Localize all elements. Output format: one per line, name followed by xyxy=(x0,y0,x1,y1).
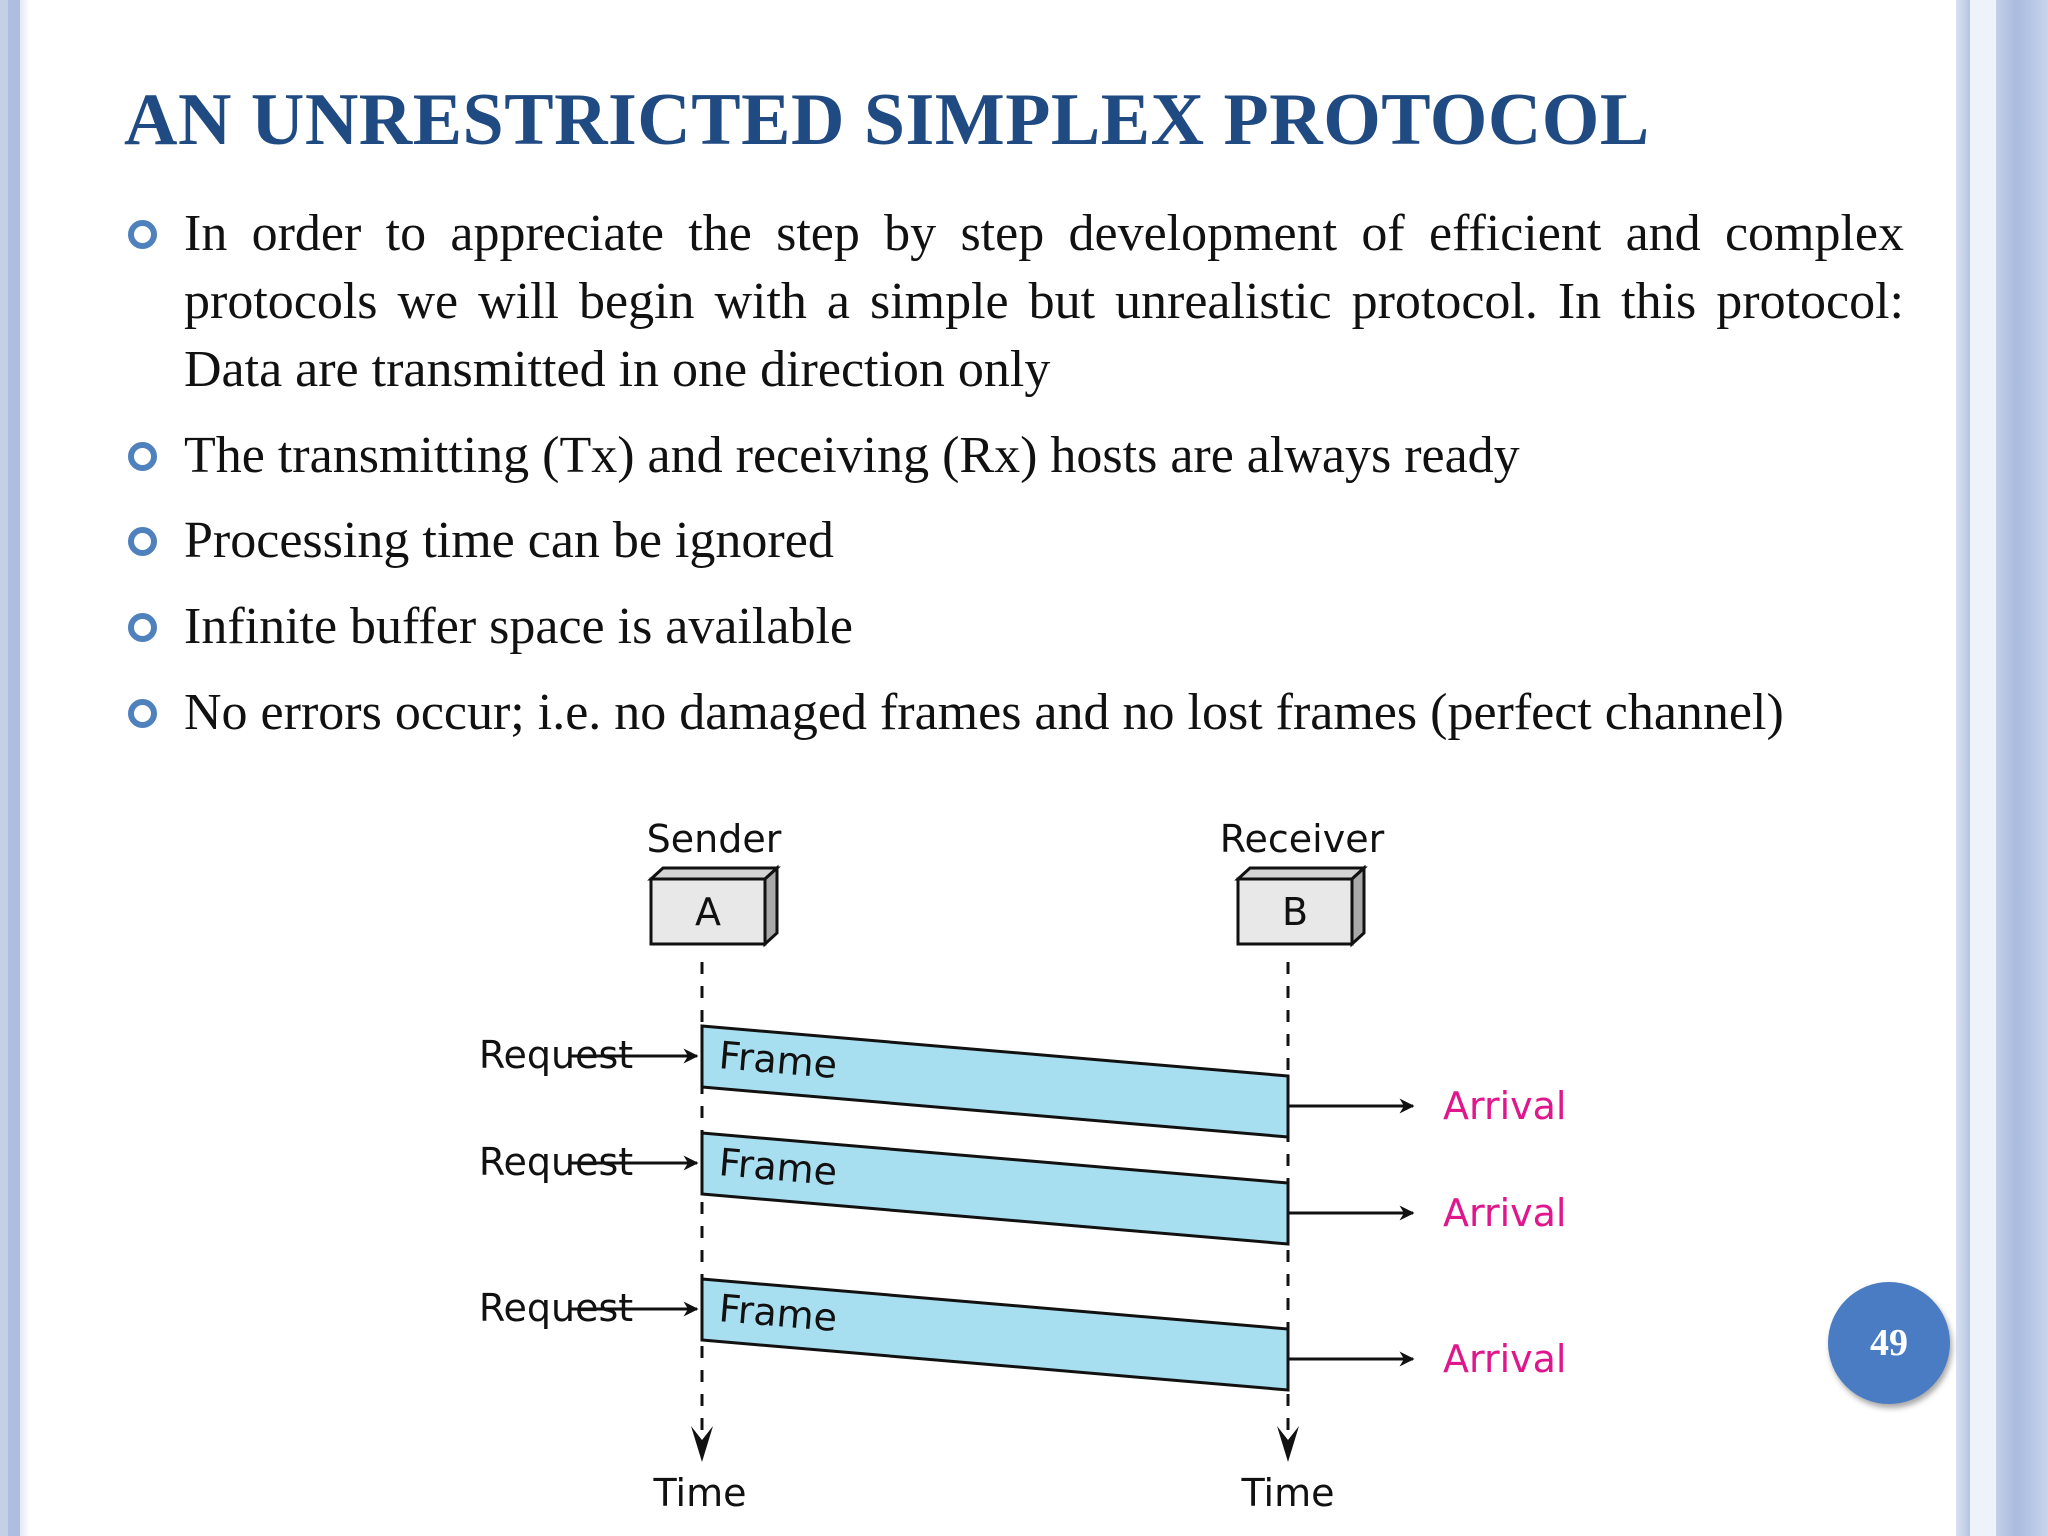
slide-title: AN UNRESTRICTED SIMPLEX PROTOCOL xyxy=(124,79,1650,161)
receiver-time-arrowhead xyxy=(1277,1426,1299,1462)
frame-shape xyxy=(700,1277,1290,1392)
frame-exchange-1: Request Frame Arrival xyxy=(479,1024,1566,1139)
bullet-text: In order to appreciate the step by step … xyxy=(184,205,1904,398)
bullet-text: Infinite buffer space is available xyxy=(184,598,853,655)
bullet-ring-icon xyxy=(128,442,157,471)
bullet-ring-icon xyxy=(128,613,157,642)
frame-label: Frame xyxy=(717,1286,839,1340)
sender-node-label: A xyxy=(695,890,721,934)
frame-exchange-3: Request Frame Arrival xyxy=(479,1277,1566,1392)
receiver-node-label: B xyxy=(1282,890,1308,934)
bullet-text: The transmitting (Tx) and receiving (Rx)… xyxy=(184,427,1520,484)
bullet-ring-icon xyxy=(128,527,157,556)
bullet-text: No errors occur; i.e. no damaged frames … xyxy=(184,684,1784,741)
bullet-text: Processing time can be ignored xyxy=(184,512,834,569)
page-number-badge: 49 xyxy=(1828,1282,1950,1404)
frame-shape xyxy=(700,1024,1290,1139)
bullet-ring-icon xyxy=(128,220,157,249)
bullet-ring-icon xyxy=(128,699,157,728)
frame-label: Frame xyxy=(717,1140,839,1194)
slide-frame-right xyxy=(1956,0,2048,1536)
arrival-label: Arrival xyxy=(1443,1084,1566,1128)
sender-node-box: A xyxy=(647,864,781,948)
frame-exchange-2: Request Frame Arrival xyxy=(479,1131,1566,1246)
sender-time-label: Time xyxy=(653,1471,747,1515)
frame-label: Frame xyxy=(717,1033,839,1087)
frame-shape xyxy=(700,1131,1290,1246)
receiver-time-label: Time xyxy=(1241,1471,1335,1515)
slide-frame-left xyxy=(0,0,30,1536)
simplex-protocol-diagram: Sender A Receiver B Time Time Request Fr… xyxy=(479,817,1567,1515)
sender-label: Sender xyxy=(647,817,782,861)
receiver-label: Receiver xyxy=(1220,817,1385,861)
sender-time-arrowhead xyxy=(691,1426,713,1462)
arrival-label: Arrival xyxy=(1443,1191,1566,1235)
receiver-node-box: B xyxy=(1234,864,1368,948)
arrival-label: Arrival xyxy=(1443,1337,1566,1381)
